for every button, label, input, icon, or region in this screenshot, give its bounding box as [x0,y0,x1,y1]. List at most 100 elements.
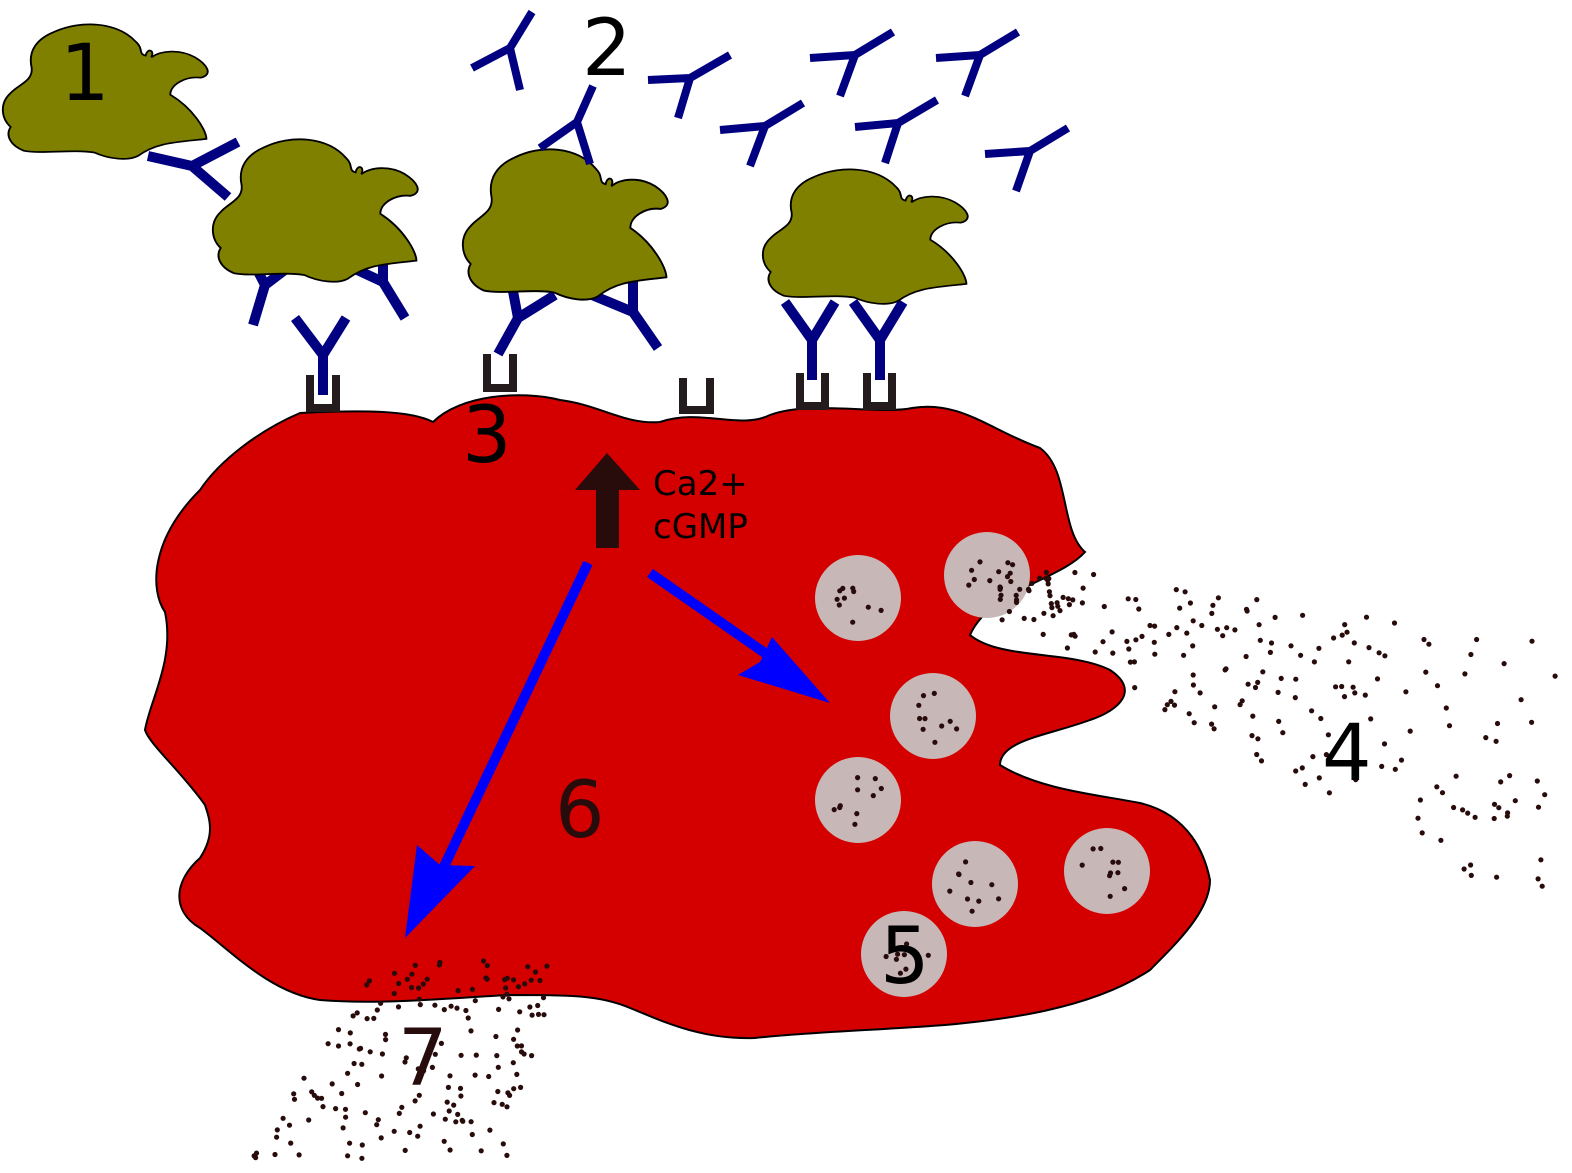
mediator-dot [315,1095,321,1101]
label-7: 7 [398,1014,448,1104]
mediator-dot [345,1070,351,1076]
mediator-dot [1310,754,1316,760]
mediator-dot [1311,659,1317,665]
mediator-dot [404,976,410,982]
mediator-dot [1407,728,1413,734]
mediator-dot [527,1004,533,1010]
mediator-dot [1298,652,1304,658]
mediator-dot [347,1030,353,1036]
mediator-dot [1190,682,1196,688]
mediator-dot [1302,781,1308,788]
mediator-dot [1443,705,1449,711]
mediator-dot [1483,735,1489,741]
mediator-dot [1268,640,1275,646]
granule-dot [1115,859,1121,865]
arrow-head-icon [405,845,475,938]
arrow-head-icon [738,637,830,703]
mediator-dot [1292,695,1298,701]
mediator-dot [1050,613,1056,619]
mediator-dot [441,1138,447,1144]
mediator-dot [1079,600,1085,606]
mediator-dot [1403,689,1409,695]
granule-dot [901,952,908,958]
mediator-dot [408,984,415,991]
mediator-dot [525,964,531,970]
mediator-dot [447,1147,453,1153]
allergen-4 [761,168,969,305]
mediator-dot [416,996,422,1002]
mediator-dot [1465,810,1471,816]
mediator-dot [1237,702,1243,708]
granule [1064,828,1150,914]
mediator-dot [421,1068,427,1074]
mediator-dot [1007,570,1013,576]
mediator-dot [429,1064,435,1070]
mediator-dot [1539,883,1545,889]
mediator-dot [1535,804,1542,810]
mediator-dot [1493,738,1499,744]
granule-dot [916,957,923,964]
granule-dot [1115,870,1121,876]
mediator-dot [1529,719,1535,725]
mediator-dot [1275,689,1281,696]
mediator-dot [504,1152,510,1158]
mediator-dot [288,1140,294,1146]
mediator-dot [1461,866,1467,872]
granule-dot [878,607,884,614]
granule-dot [865,604,871,610]
granule-dot [897,970,904,976]
mediator-dot [518,1043,525,1049]
granule-dot [966,582,972,588]
mediator-dot [1460,807,1466,813]
label-3: 3 [462,391,512,481]
mediator-dot [1184,630,1190,636]
mediator-dot [291,1096,298,1102]
antibody-icon [780,299,840,380]
mediator-dot [468,1028,474,1034]
mediator-dot [1252,684,1259,691]
mediator-dot [301,1075,307,1081]
mediator-dot [1339,683,1345,690]
mediator-dot [491,1100,497,1106]
mediator-dot [1008,578,1014,585]
mediator-dot [1333,684,1339,690]
signal-arrows [405,560,830,938]
mediator-dot [1186,711,1192,717]
mediator-dot [1256,622,1262,628]
mediator-dot [1504,813,1510,819]
granule-dot [872,776,878,782]
granule-dot [976,898,982,904]
mediator-dot [391,990,397,997]
mediator-dot [455,1111,461,1117]
mediator-dot [1070,597,1076,603]
granule-dot [836,602,842,608]
mediator-dot [409,971,415,977]
mediator-dot [1151,639,1157,645]
mediator-dot [364,982,370,988]
granule-dot [831,807,837,813]
mediator-dot [451,1102,457,1108]
mediator-dot [532,969,539,975]
mediator-dot [1109,629,1115,635]
mediator-dot [1362,692,1368,698]
mediator-dot [486,1073,492,1080]
fc-receptor [483,354,517,392]
mediator-dot [354,1010,360,1016]
mediator-dot [1254,751,1260,758]
mediator-dot [402,1147,408,1153]
mediator-dot [1496,805,1502,811]
mediator-dot [1043,575,1049,581]
mediator-dot [515,1027,521,1033]
mediator-dot [518,1049,525,1055]
mediator-dot [1152,623,1158,629]
granule-dot [939,723,945,729]
mediator-dot [469,1131,475,1138]
mediator-dot [518,1084,524,1090]
mediator-dot [378,1000,384,1006]
mediator-dot [444,1099,450,1105]
mediator-dot [1542,792,1548,798]
antibody-icon [291,314,351,395]
mediator-dot [1209,610,1215,617]
mediator-dot [510,977,517,983]
granule-dot [964,896,971,902]
